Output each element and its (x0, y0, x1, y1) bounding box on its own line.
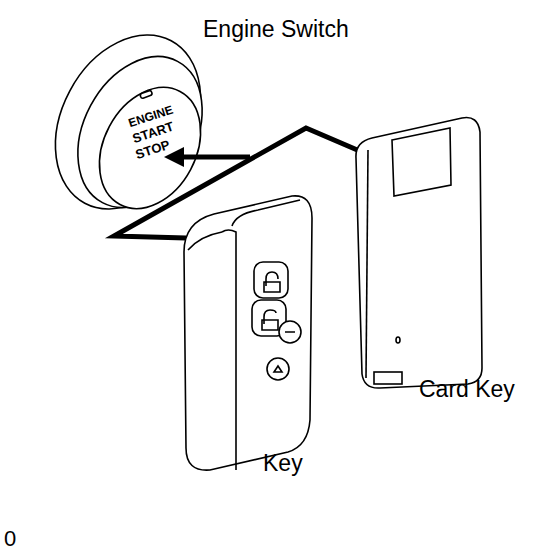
part-name: Key (263, 452, 303, 475)
part-name: Card Key (419, 378, 515, 401)
figure-number: 0 (4, 528, 16, 550)
part-name: Engine Switch (203, 18, 349, 41)
card-key (356, 118, 482, 389)
engine-switch (27, 10, 230, 234)
key-fob (184, 196, 312, 470)
